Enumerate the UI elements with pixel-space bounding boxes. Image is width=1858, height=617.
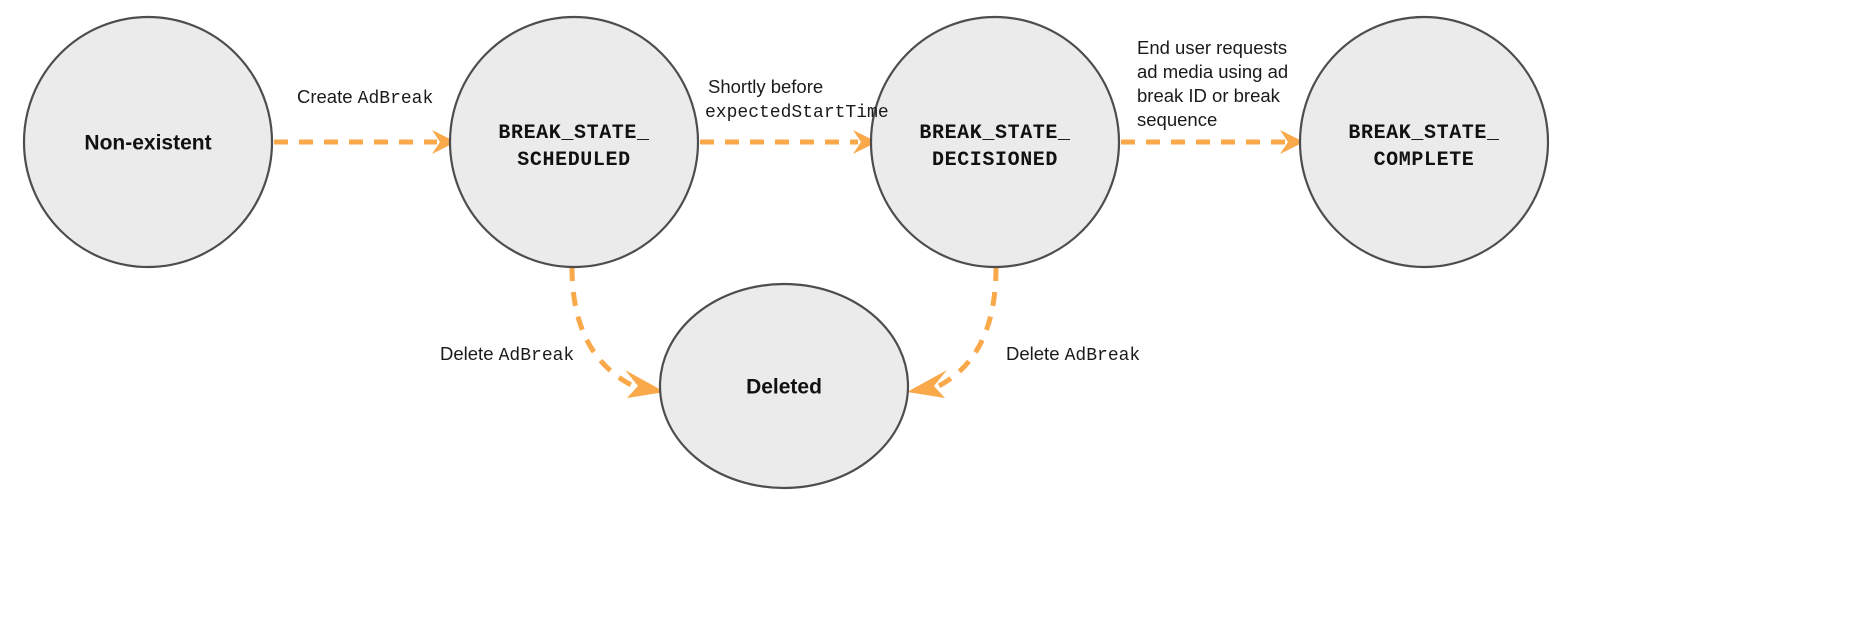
edge-label-seg-1: Delete xyxy=(1006,343,1065,364)
edge-label-line-1: End user requests xyxy=(1137,37,1287,58)
edge-scheduled-to-decisioned xyxy=(700,130,877,154)
edge-label-seg-2: AdBreak xyxy=(358,89,434,109)
edge-label-line-1: Shortly before xyxy=(708,76,823,97)
node-shape[interactable] xyxy=(22,15,274,269)
node-label-line-1: BREAK_STATE_ xyxy=(919,122,1071,145)
edge-label-seg-1: Delete xyxy=(440,343,499,364)
edge-label-decisioned-to-complete: End user requests ad media using ad brea… xyxy=(1137,37,1288,130)
edge-label: Delete AdBreak xyxy=(1006,343,1140,366)
node-shape[interactable] xyxy=(448,15,700,269)
arrowhead-icon xyxy=(907,370,947,398)
edge-label-line-2: expectedStartTime xyxy=(705,103,889,123)
node-break-state-complete[interactable]: BREAK_STATE_ COMPLETE xyxy=(1298,15,1550,269)
edge-label-seg-1: Create xyxy=(297,86,358,107)
node-shape[interactable] xyxy=(869,15,1121,269)
edge-label-line-2: ad media using ad xyxy=(1137,61,1288,82)
edge-label: Create AdBreak xyxy=(297,86,433,109)
edge-label-non-existent-to-scheduled: Create AdBreak xyxy=(297,86,433,109)
arrowhead-icon xyxy=(1280,130,1304,154)
edge-scheduled-to-deleted xyxy=(569,266,665,398)
node-label-line-1: BREAK_STATE_ xyxy=(1348,122,1500,145)
edge-label-seg-2: AdBreak xyxy=(1065,346,1141,366)
edge-label: Delete AdBreak xyxy=(440,343,574,366)
edge-decisioned-to-complete xyxy=(1121,130,1304,154)
edge-line xyxy=(933,266,999,391)
edge-non-existent-to-scheduled xyxy=(274,130,456,154)
edge-label-scheduled-to-decisioned: Shortly before expectedStartTime xyxy=(705,76,889,123)
edge-label-decisioned-to-deleted: Delete AdBreak xyxy=(1006,343,1140,366)
node-label: Deleted xyxy=(746,376,822,399)
edge-label-line-4: sequence xyxy=(1137,109,1217,130)
node-label-line-1: BREAK_STATE_ xyxy=(498,122,650,145)
node-label: Non-existent xyxy=(84,132,211,155)
edge-label-seg-2: AdBreak xyxy=(499,346,575,366)
edge-decisioned-to-deleted xyxy=(907,266,999,398)
node-break-state-decisioned[interactable]: BREAK_STATE_ DECISIONED xyxy=(869,15,1121,269)
node-shape[interactable] xyxy=(1298,15,1550,269)
edge-label-scheduled-to-deleted: Delete AdBreak xyxy=(440,343,574,366)
node-label-line-2: DECISIONED xyxy=(932,149,1058,172)
node-label-line-2: COMPLETE xyxy=(1374,149,1475,172)
edge-label-line-3: break ID or break xyxy=(1137,85,1281,106)
arrowhead-icon xyxy=(432,130,456,154)
node-shape[interactable] xyxy=(658,282,910,490)
node-deleted[interactable]: Deleted xyxy=(658,282,910,490)
node-non-existent[interactable]: Non-existent xyxy=(22,15,274,269)
edge-line xyxy=(569,266,639,391)
node-label-line-2: SCHEDULED xyxy=(517,149,630,172)
node-break-state-scheduled[interactable]: BREAK_STATE_ SCHEDULED xyxy=(448,15,700,269)
arrowhead-icon xyxy=(625,370,665,398)
arrowhead-icon xyxy=(853,130,877,154)
